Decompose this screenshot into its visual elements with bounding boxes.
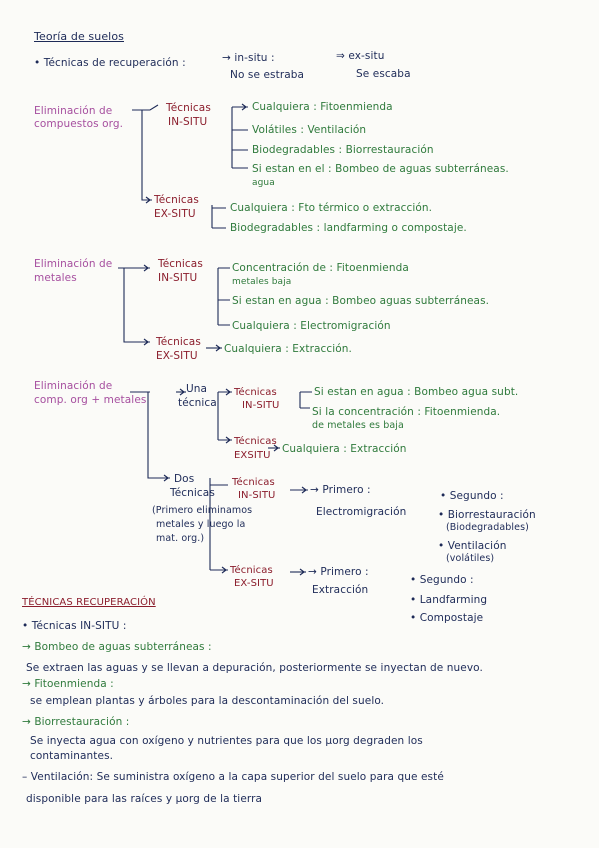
s1-exsitu-label: Técnicas	[154, 194, 199, 206]
s3-d-seg-item1: • Biorrestauración	[438, 509, 536, 521]
item-vent-text1: – Ventilación: Se suministra oxígeno a l…	[22, 771, 444, 783]
item-bio-title: → Biorrestauración :	[22, 716, 130, 728]
insitu-subheading: • Técnicas IN-SITU :	[22, 620, 127, 632]
s1-insitu-label2: IN-SITU	[168, 116, 208, 128]
s1-row6: Biodegradables : landfarming o compostaj…	[230, 222, 467, 234]
s3-u-exsitu-label: Técnicas	[234, 436, 277, 447]
s2-exsitu-label2: EX-SITU	[156, 350, 198, 362]
s1-label-line2: compuestos org.	[34, 118, 124, 130]
s3-d-insitu-label2: IN-SITU	[238, 490, 276, 501]
s2-row1b: metales baja	[232, 277, 292, 287]
s1-exsitu-label2: EX-SITU	[154, 208, 196, 220]
s3-d-ex-seg-item1: • Landfarming	[410, 594, 488, 606]
intro-insitu-note: No se estraba	[230, 69, 305, 81]
s3-d-seg-item2: • Ventilación	[438, 540, 507, 552]
intro-exsitu: ⇒ ex-situ	[336, 50, 385, 62]
item-bio-text1: Se inyecta agua con oxígeno y nutrientes…	[30, 735, 423, 747]
s3-u-row2b: de metales es baja	[312, 420, 404, 431]
s2-label-line2: metales	[34, 272, 77, 284]
s1-row3: Biodegradables : Biorrestauración	[252, 144, 434, 156]
s2-row4: Cualquiera : Extracción.	[224, 343, 352, 355]
s3-d-exsitu-label: Técnicas	[230, 565, 273, 576]
page-title: Teoría de suelos	[34, 30, 124, 43]
s3-u-row3: Cualquiera : Extracción	[282, 443, 407, 455]
recovery-heading: TÉCNICAS RECUPERACIÓN	[22, 597, 156, 608]
s3-una-line1: Una	[186, 383, 208, 395]
s1-row5: Cualquiera : Fto térmico o extracción.	[230, 202, 433, 214]
item-bombeo-text: Se extraen las aguas y se llevan a depur…	[26, 662, 483, 674]
s1-row1: Cualquiera : Fitoenmienda	[252, 101, 393, 113]
s3-u-insitu-label: Técnicas	[234, 387, 277, 398]
s1-label-line1: Eliminación de	[34, 105, 113, 117]
s3-d-ex-segundo: • Segundo :	[410, 574, 474, 586]
s3-d-segundo: • Segundo :	[440, 490, 504, 502]
s3-d-primero-val: Electromigración	[316, 506, 407, 518]
item-fito-text: se emplean plantas y árboles para la des…	[30, 695, 385, 707]
s1-row4b: agua	[252, 178, 275, 188]
s3-d-seg-item2-note: (volátiles)	[446, 553, 495, 564]
s2-insitu-label: Técnicas	[158, 258, 203, 270]
s3-d-seg-item1-note: (Biodegradables)	[446, 522, 529, 533]
intro-exsitu-note: Se escaba	[356, 68, 411, 80]
s3-dos-note3: mat. org.)	[156, 533, 205, 544]
s3-dos-note1: (Primero eliminamos	[152, 505, 253, 516]
s1-row2: Volátiles : Ventilación	[252, 124, 367, 136]
item-bombeo-title: → Bombeo de aguas subterráneas :	[22, 641, 212, 653]
s2-label-line1: Eliminación de	[34, 258, 113, 270]
item-fito-title: → Fitoenmienda :	[22, 678, 114, 690]
s3-label-line2: comp. org + metales	[34, 394, 147, 406]
s3-dos-note2: metales y luego la	[156, 519, 246, 530]
s2-row3: Cualquiera : Electromigración	[232, 320, 391, 332]
s1-row4: Si estan en el : Bombeo de aguas subterr…	[252, 163, 509, 175]
item-bio-text2: contaminantes.	[30, 750, 114, 762]
item-vent-text2: disponible para las raíces y μorg de la …	[26, 793, 263, 805]
s3-u-insitu-label2: IN-SITU	[242, 400, 280, 411]
intro-insitu: → in-situ :	[222, 52, 275, 64]
intro-label: • Técnicas de recuperación :	[34, 57, 186, 69]
s3-d-insitu-label: Técnicas	[232, 477, 275, 488]
s3-d-ex-seg-item2: • Compostaje	[410, 612, 484, 624]
s2-exsitu-label: Técnicas	[156, 336, 201, 348]
s2-row2: Si estan en agua : Bombeo aguas subterrá…	[232, 295, 490, 307]
s1-insitu-label: Técnicas	[166, 102, 211, 114]
s3-dos-line1: Dos	[174, 473, 195, 485]
s3-d-ex-primero: → Primero :	[308, 566, 369, 578]
s3-u-row1: Si estan en agua : Bombeo agua subt.	[314, 386, 519, 398]
s3-u-row2: Si la concentración : Fitoenmienda.	[312, 406, 501, 418]
s3-d-exsitu-label2: EX-SITU	[234, 578, 274, 589]
s3-una-line2: técnica	[178, 397, 217, 409]
s3-d-ex-primero-val: Extracción	[312, 584, 369, 596]
s3-label-line1: Eliminación de	[34, 380, 113, 392]
s2-row1: Concentración de : Fitoenmienda	[232, 262, 409, 274]
s3-d-primero: → Primero :	[310, 484, 371, 496]
s3-u-exsitu-label2: EXSITU	[234, 450, 271, 461]
s2-insitu-label2: IN-SITU	[158, 272, 198, 284]
s3-dos-line2: Técnicas	[170, 487, 215, 499]
